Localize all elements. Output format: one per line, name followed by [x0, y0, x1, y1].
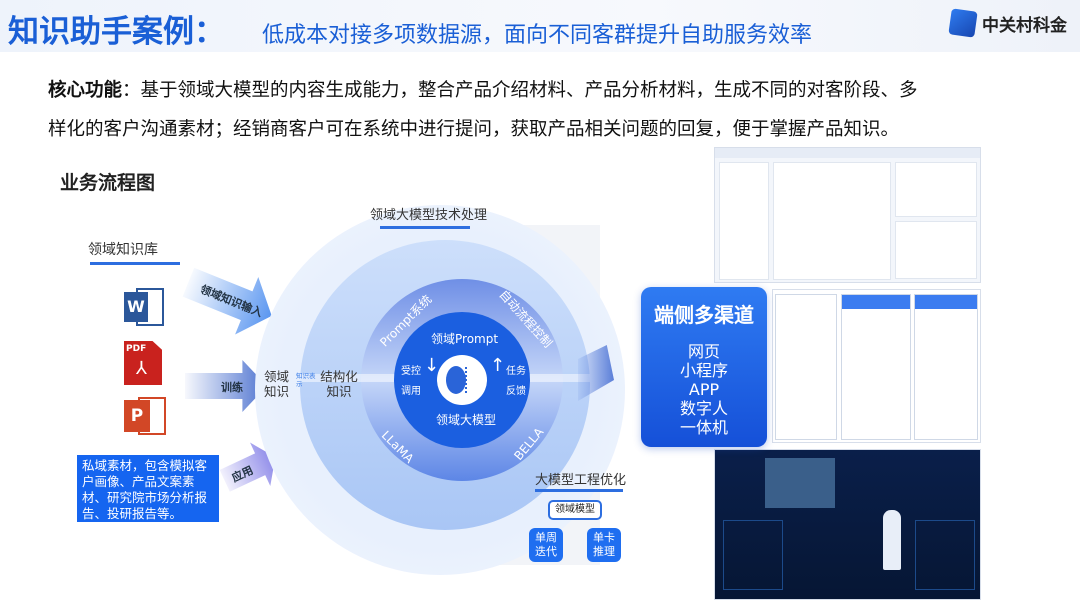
arrow-up-icon: ↑	[490, 355, 506, 376]
inner-bottom-label: 领域大模型	[436, 413, 497, 427]
underline	[535, 489, 623, 492]
brain-icon	[437, 355, 487, 405]
arrow-down-icon: ↓	[424, 355, 440, 376]
channels-title: 端侧多渠道	[654, 303, 754, 327]
word-icon: W	[124, 286, 164, 328]
underline	[90, 262, 180, 265]
page-title: 知识助手案例：	[8, 14, 225, 50]
page-subtitle: 低成本对接多项数据源，面向不同客群提升自助服务效率	[262, 23, 813, 48]
flow-title: 业务流程图	[60, 172, 156, 194]
domain-model-box: 领域模型	[548, 500, 602, 520]
knowledge-base-label: 领域知识库	[88, 242, 158, 258]
channels-box: 端侧多渠道 网页 小程序 APP 数字人 一体机	[641, 287, 767, 447]
private-data-box: 私域素材，包含模拟客户画像、产品文案素材、研究院市场分析报告、投研报告等。	[77, 455, 219, 522]
pdf-label: PDF	[126, 344, 147, 354]
channel-item: 小程序	[679, 361, 728, 380]
channel-item: 一体机	[679, 418, 728, 437]
left-action-1: 受控	[401, 366, 421, 377]
domain-knowledge: 领域知识	[264, 369, 290, 399]
screenshot-mobile-app	[772, 289, 981, 443]
weekly-iteration-box: 单周迭代	[529, 528, 563, 562]
logo: 中关村科金	[948, 8, 1067, 38]
powerpoint-icon: P	[124, 394, 166, 436]
arrow-label: 领域知识输入	[198, 282, 265, 320]
logo-text: 中关村科金	[982, 15, 1067, 36]
description-label: 核心功能	[48, 80, 123, 101]
header	[0, 0, 1080, 52]
inner-top-label: 领域Prompt	[431, 332, 499, 346]
arrow-label: 应用	[229, 463, 256, 485]
channel-item: APP	[688, 380, 720, 399]
logo-icon	[948, 8, 978, 38]
channel-item: 数字人	[679, 399, 728, 418]
right-action-2: 反馈	[506, 386, 526, 397]
underline	[380, 226, 470, 229]
description-line-1: 核心功能：基于领域大模型的内容生成能力，整合产品介绍材料、产品分析材料，生成不同…	[48, 76, 918, 102]
pdf-icon: PDF⅄	[124, 341, 162, 385]
tech-title: 领域大模型技术处理	[370, 208, 488, 223]
screenshot-web-app	[714, 147, 981, 283]
structured-knowledge: 结构化知识	[320, 369, 358, 399]
description-text-1: ：基于领域大模型的内容生成能力，整合产品介绍材料、产品分析材料，生成不同的对客阶…	[122, 80, 918, 101]
arrow-label: 训练	[221, 381, 243, 394]
single-card-inference-box: 单卡推理	[587, 528, 621, 562]
left-action-2: 调用	[401, 386, 421, 397]
right-action-1: 任务	[506, 366, 526, 377]
channel-item: 网页	[687, 342, 720, 361]
description-line-2: 样化的客户沟通素材；经销商客户可在系统中进行提问，获取产品相关问题的回复，便于掌…	[48, 119, 900, 140]
knowledge-repr: 知识表示	[296, 372, 316, 388]
screenshot-digital-human	[714, 449, 981, 600]
engineering-title: 大模型工程优化	[535, 473, 627, 488]
